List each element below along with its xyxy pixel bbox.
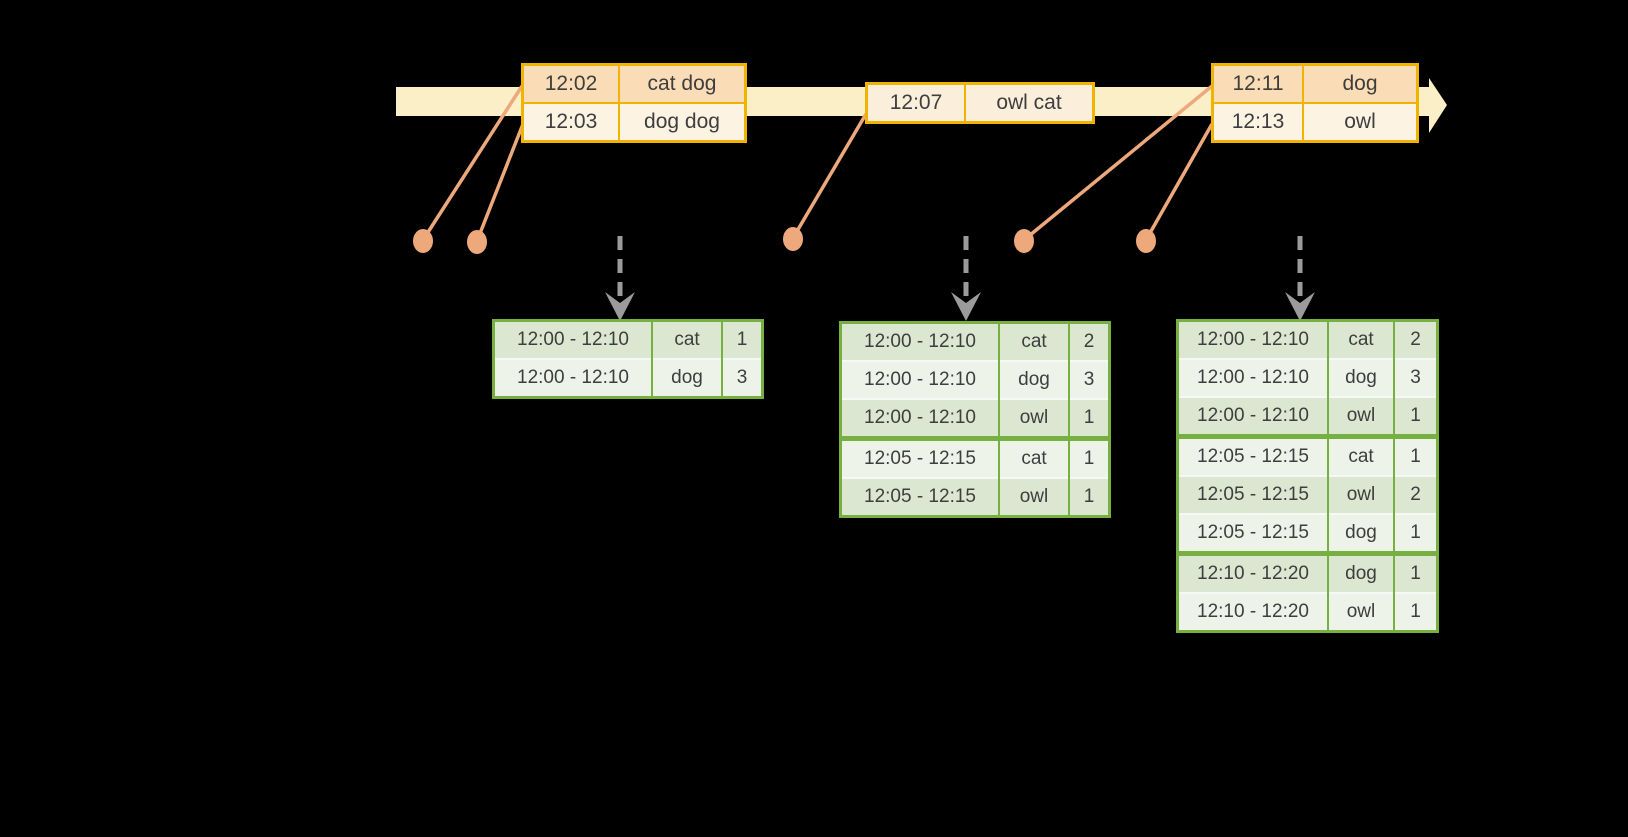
- window-cell: 12:00 - 12:10: [493, 358, 652, 398]
- table-row: 12:13 owl: [1211, 102, 1419, 143]
- word-cell: owl: [1327, 475, 1394, 514]
- window-cell: 12:10 - 12:20: [1177, 551, 1328, 593]
- word-cell: cat: [998, 322, 1069, 361]
- table-row: 12:02 cat dog: [521, 63, 747, 104]
- window-cell: 12:05 - 12:15: [840, 477, 999, 517]
- event-dot: [467, 230, 487, 254]
- window-cell: 12:05 - 12:15: [1177, 513, 1328, 554]
- trigger-arrowheads: [605, 292, 1315, 321]
- window-cell: 12:00 - 12:10: [840, 398, 999, 439]
- table-row: 12:00 - 12:10 cat 1: [493, 320, 763, 359]
- event-dot: [1136, 229, 1156, 253]
- word-cell: owl: [998, 477, 1069, 517]
- table-row: 12:00 - 12:10 dog 3: [840, 360, 1110, 399]
- window-cell: 12:00 - 12:10: [1177, 320, 1328, 359]
- event-words: cat dog: [618, 63, 747, 104]
- event-time: 12:02: [521, 63, 620, 104]
- window-cell: 12:05 - 12:15: [840, 436, 999, 478]
- event-dot: [413, 229, 433, 253]
- event-words: dog dog: [618, 102, 747, 143]
- table-row: 12:05 - 12:15 owl 1: [840, 477, 1110, 517]
- result-table-2: 12:00 - 12:10 cat 2 12:00 - 12:10 dog 3 …: [839, 321, 1111, 518]
- table-row: 12:00 - 12:10 dog 3: [493, 358, 763, 398]
- count-cell: 1: [1393, 551, 1438, 593]
- table-row: 12:07 owl cat: [865, 82, 1095, 124]
- count-cell: 1: [1068, 477, 1110, 517]
- word-cell: cat: [998, 436, 1069, 478]
- event-connector-line: [791, 113, 868, 239]
- word-cell: dog: [651, 358, 722, 398]
- event-time: 12:07: [865, 82, 966, 124]
- count-cell: 1: [721, 320, 763, 359]
- event-connector-line: [1144, 123, 1214, 241]
- event-words: owl: [1302, 102, 1419, 143]
- table-row: 12:00 - 12:10 owl 1: [840, 398, 1110, 439]
- window-cell: 12:00 - 12:10: [840, 322, 999, 361]
- trigger-arrow-lines: [617, 236, 1303, 298]
- result-table-3: 12:00 - 12:10 cat 2 12:00 - 12:10 dog 3 …: [1176, 319, 1439, 633]
- event-connector-line: [475, 123, 525, 242]
- table-row: 12:05 - 12:15 dog 1: [1177, 513, 1438, 554]
- word-cell: dog: [1327, 358, 1394, 397]
- count-cell: 3: [721, 358, 763, 398]
- count-cell: 1: [1068, 398, 1110, 439]
- word-cell: cat: [1327, 434, 1394, 476]
- count-cell: 3: [1393, 358, 1438, 397]
- count-cell: 1: [1068, 436, 1110, 478]
- table-row: 12:05 - 12:15 cat 1: [1177, 434, 1438, 476]
- word-cell: dog: [1327, 551, 1394, 593]
- window-cell: 12:00 - 12:10: [1177, 396, 1328, 437]
- word-cell: owl: [1327, 592, 1394, 632]
- window-cell: 12:05 - 12:15: [1177, 434, 1328, 476]
- table-row: 12:05 - 12:15 owl 2: [1177, 475, 1438, 514]
- table-row: 12:00 - 12:10 dog 3: [1177, 358, 1438, 397]
- table-row: 12:00 - 12:10 cat 2: [1177, 320, 1438, 359]
- table-row: 12:05 - 12:15 cat 1: [840, 436, 1110, 478]
- count-cell: 1: [1393, 434, 1438, 476]
- trigger-arrowhead-icon: [951, 292, 981, 321]
- window-cell: 12:10 - 12:20: [1177, 592, 1328, 632]
- table-row: 12:11 dog: [1211, 63, 1419, 104]
- window-cell: 12:00 - 12:10: [840, 360, 999, 399]
- count-cell: 3: [1068, 360, 1110, 399]
- trigger-arrowhead-icon: [605, 292, 635, 321]
- event-words: dog: [1302, 63, 1419, 104]
- table-row: 12:00 - 12:10 owl 1: [1177, 396, 1438, 437]
- count-cell: 1: [1393, 396, 1438, 437]
- result-table-1: 12:00 - 12:10 cat 1 12:00 - 12:10 dog 3: [492, 319, 764, 399]
- count-cell: 2: [1393, 475, 1438, 514]
- timeline-arrowhead-icon: [1429, 78, 1447, 133]
- count-cell: 1: [1393, 513, 1438, 554]
- event-dot: [783, 227, 803, 251]
- word-cell: owl: [1327, 396, 1394, 437]
- event-words: owl cat: [964, 82, 1095, 124]
- count-cell: 2: [1068, 322, 1110, 361]
- table-row: 12:03 dog dog: [521, 102, 747, 143]
- word-cell: cat: [651, 320, 722, 359]
- table-row: 12:10 - 12:20 dog 1: [1177, 551, 1438, 593]
- word-cell: dog: [1327, 513, 1394, 554]
- event-dots: [413, 227, 1156, 254]
- word-cell: owl: [998, 398, 1069, 439]
- event-table-2: 12:07 owl cat: [865, 82, 1095, 124]
- table-row: 12:10 - 12:20 owl 1: [1177, 592, 1438, 632]
- event-table-1: 12:02 cat dog 12:03 dog dog: [521, 63, 747, 143]
- window-cell: 12:00 - 12:10: [1177, 358, 1328, 397]
- event-dot: [1014, 229, 1034, 253]
- event-time: 12:03: [521, 102, 620, 143]
- window-cell: 12:05 - 12:15: [1177, 475, 1328, 514]
- event-time: 12:13: [1211, 102, 1304, 143]
- word-cell: cat: [1327, 320, 1394, 359]
- event-table-3: 12:11 dog 12:13 owl: [1211, 63, 1419, 143]
- count-cell: 1: [1393, 592, 1438, 632]
- trigger-arrowhead-icon: [1285, 292, 1315, 321]
- window-cell: 12:00 - 12:10: [493, 320, 652, 359]
- word-cell: dog: [998, 360, 1069, 399]
- event-time: 12:11: [1211, 63, 1304, 104]
- table-row: 12:00 - 12:10 cat 2: [840, 322, 1110, 361]
- count-cell: 2: [1393, 320, 1438, 359]
